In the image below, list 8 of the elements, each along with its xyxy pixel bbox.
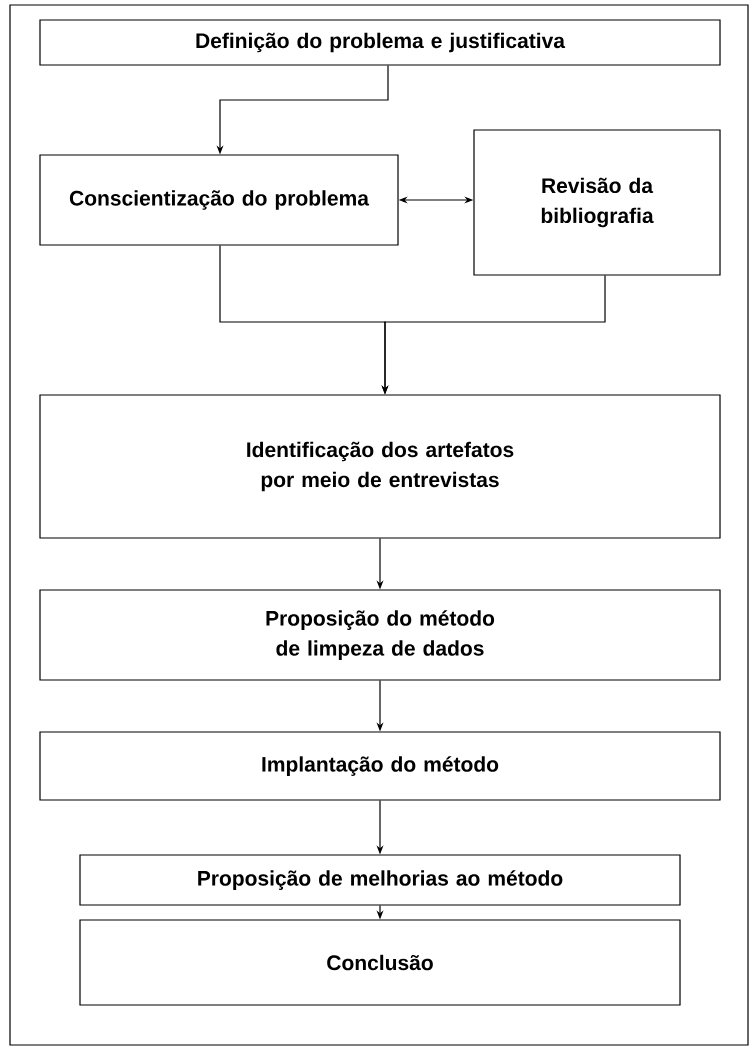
process-box: Definição do problema e justificativa: [39, 19, 721, 66]
process-box: Proposição do método de limpeza de dados: [39, 589, 721, 681]
process-box: Revisão da bibliografia: [473, 129, 721, 276]
process-box: Conclusão: [79, 919, 681, 1006]
process-box: Implantação do método: [39, 731, 721, 801]
process-box: Conscientização do problema: [39, 154, 399, 246]
process-box: Identificação dos artefatos por meio de entrevistas: [39, 394, 721, 539]
process-box: Proposição de melhorias ao método: [79, 854, 681, 906]
